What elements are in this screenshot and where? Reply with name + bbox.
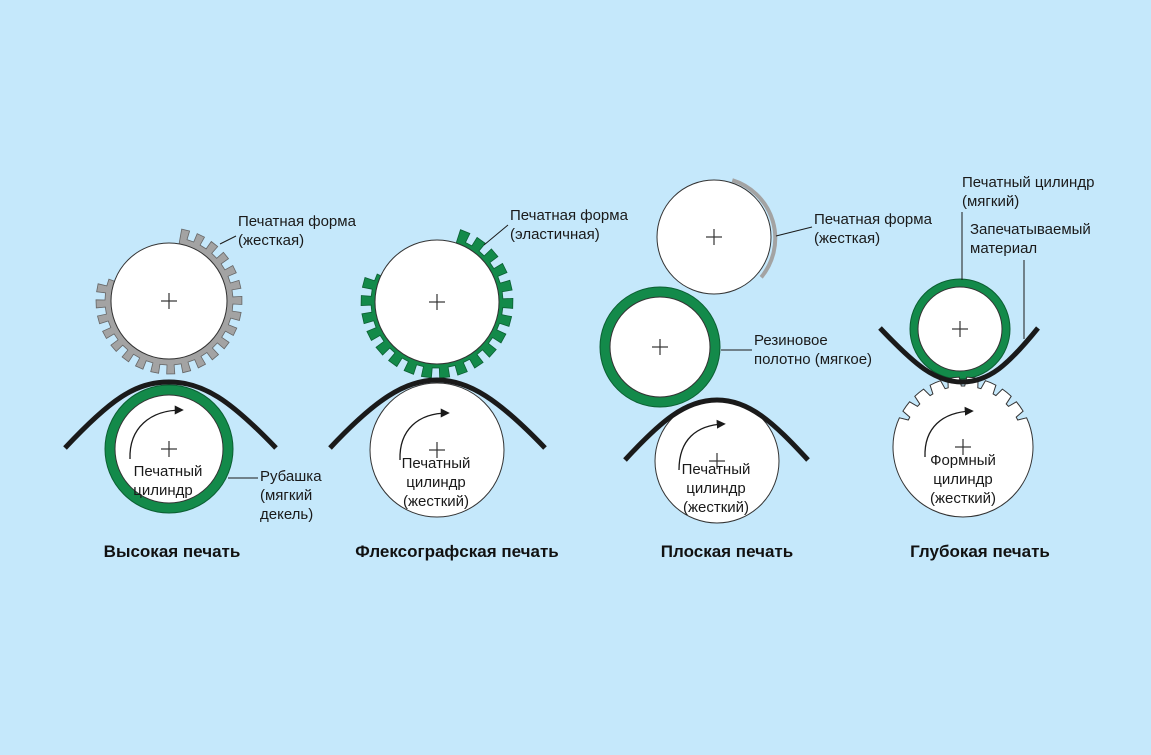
jacket-label-line3: декель) (260, 506, 313, 523)
impression-label-line2: (мягкий) (962, 193, 1019, 210)
center-cross-icon (952, 321, 968, 337)
form-leader-line (775, 226, 813, 237)
center-cross-icon (706, 229, 722, 245)
cylinder-label-line2: цилиндр (133, 482, 192, 499)
cylinder-label-line3: (жесткий) (403, 493, 469, 510)
form-label-line2: (жесткая) (814, 230, 880, 247)
substrate-web (328, 377, 547, 450)
rigid-plate-sheet (731, 178, 778, 279)
cylinder-label-line2: цилиндр (686, 480, 745, 497)
panel-title: Высокая печать (104, 542, 241, 561)
jacket-label-line2: (мягкий (260, 487, 312, 504)
panel-title: Флексографская печать (355, 542, 559, 561)
panel-title: Плоская печать (661, 542, 793, 561)
substrate-web (63, 379, 278, 450)
center-cross-icon (652, 339, 668, 355)
cylinder-label-line1: Печатный (682, 461, 751, 478)
form-label-line2: (жесткая) (238, 232, 304, 249)
center-cross-icon (709, 453, 725, 469)
form-label-line1: Печатная форма (510, 207, 629, 224)
rotation-arrow-icon (399, 408, 450, 461)
panel-offset: Печатная форма (жесткая) Резиновое полот… (599, 178, 933, 561)
center-cross-icon (429, 442, 445, 458)
rotation-arrow-icon (924, 406, 974, 458)
cylinder-label-line1: Печатный (402, 455, 471, 472)
form-label-line2: (эластичная) (510, 226, 600, 243)
form-leader-line (483, 224, 509, 246)
center-cross-icon (161, 293, 177, 309)
form-leader-line (219, 235, 237, 245)
cylinder-label-line3: (жесткий) (683, 499, 749, 516)
center-cross-icon (161, 441, 177, 457)
form-label-line1: Печатная форма (814, 211, 933, 228)
jacket-label-line1: Рубашка (260, 468, 322, 485)
form-label-line3: (жесткий) (930, 490, 996, 507)
center-cross-icon (429, 294, 445, 310)
cylinder-label-line1: Печатный (134, 463, 203, 480)
panel-flexo: Печатная форма (эластичная) Печатный цил… (328, 207, 629, 561)
substrate-web (623, 397, 810, 462)
impression-label-line1: Печатный цилиндр (962, 174, 1094, 191)
panel-title: Глубокая печать (910, 542, 1050, 561)
panel-relief: Печатная форма (жесткая) Печатный цилинд… (63, 213, 357, 561)
blanket-label-line1: Резиновое (754, 332, 828, 349)
panel-gravure: Печатный цилиндр (мягкий) Запечатываемый… (878, 174, 1094, 561)
substrate-web (878, 326, 1040, 385)
rotation-arrow-icon (678, 419, 726, 471)
form-label-line2: цилиндр (933, 471, 992, 488)
material-label-line1: Запечатываемый (970, 221, 1091, 238)
material-label-line2: материал (970, 240, 1037, 257)
cylinder-label-line2: цилиндр (406, 474, 465, 491)
rotation-arrow-icon (129, 405, 184, 460)
form-label-line1: Формный (930, 452, 996, 469)
center-cross-icon (955, 439, 971, 455)
blanket-label-line2: полотно (мягкое) (754, 351, 872, 368)
form-label-line1: Печатная форма (238, 213, 357, 230)
